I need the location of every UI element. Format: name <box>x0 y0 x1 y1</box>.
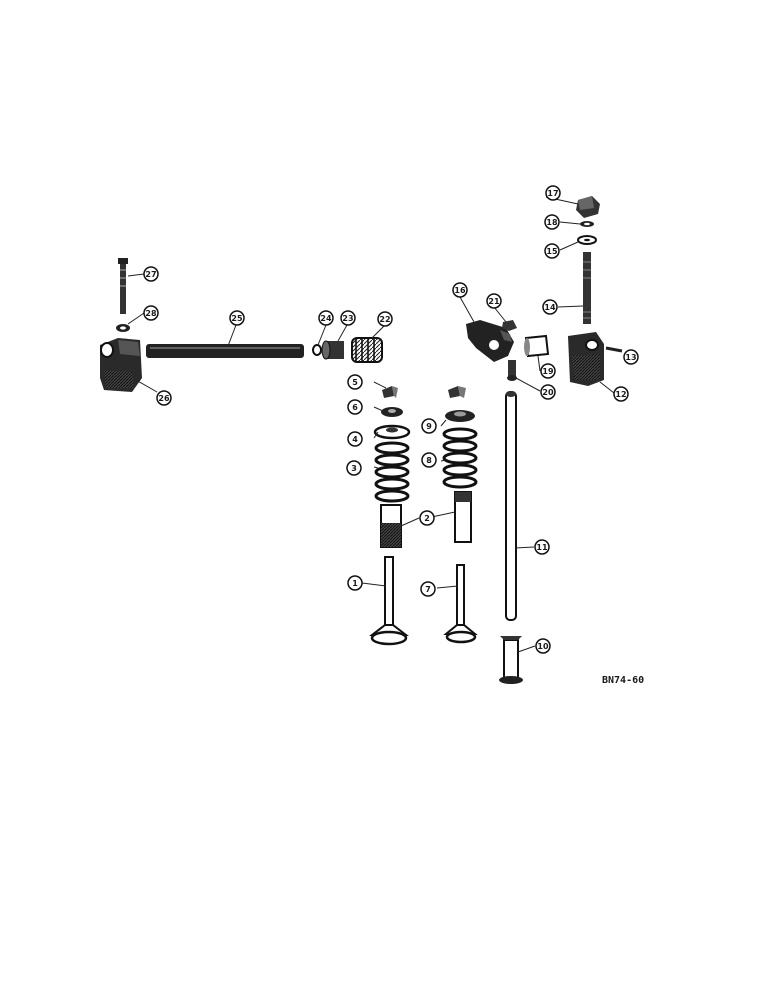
part-support-12 <box>568 332 604 386</box>
part-sleeve-19 <box>524 334 550 358</box>
part-rocker-16 <box>466 320 514 362</box>
part-guide-2-left <box>380 504 402 548</box>
part-stud-14 <box>583 252 591 324</box>
svg-text:11: 11 <box>536 543 548 552</box>
part-retainer-4 <box>373 424 411 440</box>
svg-text:9: 9 <box>426 422 432 431</box>
callout-13: 13 <box>623 349 639 365</box>
svg-text:15: 15 <box>546 247 558 256</box>
leader-lines <box>127 196 615 653</box>
part-nut-17 <box>576 196 600 218</box>
part-keepers-5 <box>382 386 398 398</box>
callout-28: 28 <box>143 305 159 321</box>
svg-text:19: 19 <box>542 367 554 376</box>
part-valve-spring-8 <box>442 427 478 489</box>
callout-23: 23 <box>340 310 356 326</box>
callout-17: 17 <box>545 185 561 201</box>
svg-text:5: 5 <box>352 378 358 387</box>
part-guide-2-right <box>454 491 472 543</box>
callout-19: 19 <box>540 363 556 379</box>
callout-4: 4 <box>347 431 363 447</box>
svg-text:8: 8 <box>426 456 432 465</box>
callout-12: 12 <box>613 386 629 402</box>
svg-text:26: 26 <box>158 394 170 403</box>
part-retainer-9 <box>445 410 475 422</box>
svg-text:3: 3 <box>351 464 357 473</box>
part-valve-spring-3 <box>374 441 410 503</box>
callout-3: 3 <box>346 460 362 476</box>
svg-text:2: 2 <box>424 514 430 523</box>
callout-9: 9 <box>421 418 437 434</box>
svg-text:18: 18 <box>546 218 558 227</box>
svg-text:22: 22 <box>379 315 390 324</box>
part-valve-1 <box>369 556 409 646</box>
callout-25: 25 <box>229 310 245 326</box>
part-sleeve-23 <box>321 340 344 360</box>
svg-text:27: 27 <box>145 270 156 279</box>
svg-text:6: 6 <box>352 403 358 412</box>
callout-5: 5 <box>347 374 363 390</box>
callout-7: 7 <box>420 581 436 597</box>
svg-text:23: 23 <box>342 314 353 323</box>
part-bolt-27 <box>118 258 128 314</box>
part-pushrod-11 <box>505 391 517 621</box>
svg-text:25: 25 <box>231 314 243 323</box>
callout-26: 26 <box>156 390 172 406</box>
part-spring-22 <box>351 337 383 363</box>
callout-1: 1 <box>347 575 363 591</box>
part-valve-7 <box>443 564 478 644</box>
callout-6: 6 <box>347 399 363 415</box>
part-seal-6 <box>381 407 403 417</box>
part-shaft-25 <box>146 344 304 358</box>
callout-11: 11 <box>534 539 550 555</box>
part-keepers-right <box>448 386 466 398</box>
svg-text:20: 20 <box>542 388 554 397</box>
svg-text:1: 1 <box>352 579 358 588</box>
svg-text:16: 16 <box>454 286 466 295</box>
svg-text:12: 12 <box>615 390 626 399</box>
callout-15: 15 <box>544 243 560 259</box>
part-pin-13 <box>605 346 623 353</box>
svg-text:24: 24 <box>320 314 332 323</box>
part-lockwasher-18 <box>580 221 594 227</box>
callout-18: 18 <box>544 214 560 230</box>
svg-text:28: 28 <box>145 309 157 318</box>
callout-21: 21 <box>486 293 502 309</box>
part-ring-24 <box>312 344 322 356</box>
callout-14: 14 <box>542 299 558 315</box>
callout-10: 10 <box>535 638 551 654</box>
callout-24: 24 <box>318 310 334 326</box>
callout-2: 2 <box>419 510 435 526</box>
svg-text:21: 21 <box>488 297 500 306</box>
svg-text:14: 14 <box>544 303 556 312</box>
part-nut-21 <box>502 320 517 331</box>
part-screw-20 <box>507 360 517 381</box>
part-tappet-10 <box>499 636 523 684</box>
callout-16: 16 <box>452 282 468 298</box>
svg-text:7: 7 <box>425 585 431 594</box>
svg-text:17: 17 <box>547 189 558 198</box>
svg-text:10: 10 <box>537 642 549 651</box>
callout-27: 27 <box>143 266 159 282</box>
part-bracket-26 <box>100 338 142 392</box>
svg-text:13: 13 <box>625 353 636 362</box>
part-washer-28 <box>116 324 130 332</box>
part-washer-15 <box>577 235 597 245</box>
callout-8: 8 <box>421 452 437 468</box>
svg-text:4: 4 <box>352 435 358 444</box>
callout-22: 22 <box>377 311 393 327</box>
callout-20: 20 <box>540 384 556 400</box>
figure-code: BN74-60 <box>602 675 644 686</box>
